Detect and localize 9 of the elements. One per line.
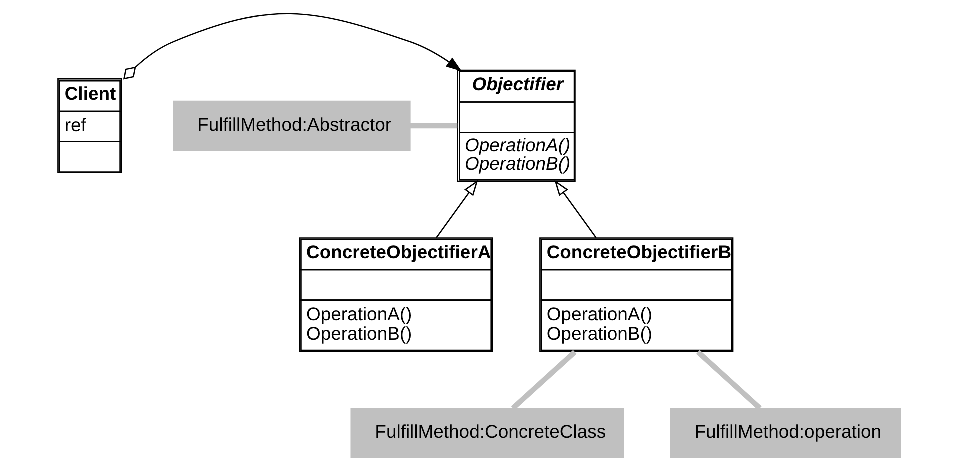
node-box: FulfillMethod:operation bbox=[670, 408, 901, 458]
arrow bbox=[554, 180, 596, 238]
connector bbox=[510, 350, 576, 410]
node-box: FulfillMethod:ConcreteClass bbox=[350, 408, 624, 458]
node-box: FulfillMethod:Abstractor bbox=[172, 100, 410, 152]
connector bbox=[696, 350, 762, 410]
arrow bbox=[122, 13, 462, 80]
arrow bbox=[436, 180, 478, 238]
connector bbox=[410, 123, 458, 129]
